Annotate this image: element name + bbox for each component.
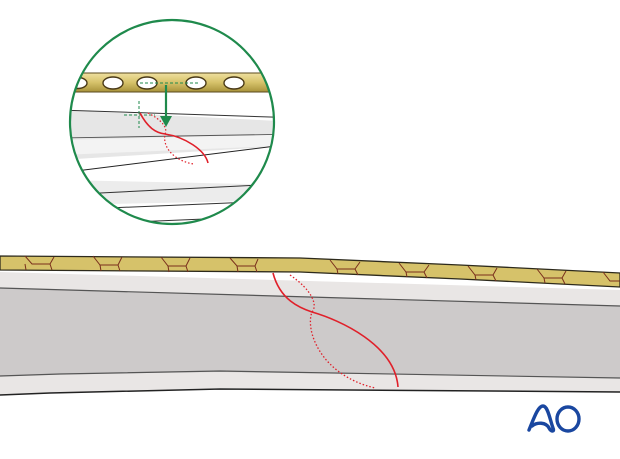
inset-magnifier (68, 18, 276, 226)
magnifier-circle (68, 18, 276, 226)
main-plate-holes (24, 255, 620, 285)
main-fracture-line (272, 272, 399, 389)
main-plate (0, 255, 620, 288)
main-bone (0, 272, 620, 396)
ao-logo (527, 404, 581, 433)
